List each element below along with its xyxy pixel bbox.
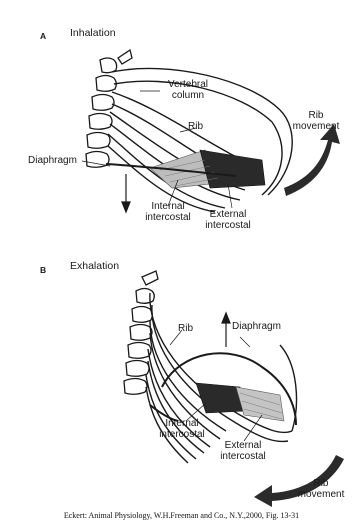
panel-b-title: Exhalation	[70, 261, 119, 272]
diaphragm-up-arrow-b	[222, 313, 230, 347]
vertebral-column-b	[124, 271, 158, 394]
panel-a-title: Inhalation	[70, 28, 116, 39]
panel-a-letter: A	[40, 31, 46, 42]
label-diaphragm-b: Diaphragm	[232, 321, 281, 332]
figure-caption: Eckert: Animal Physiology, W.H.Freeman a…	[0, 511, 363, 520]
label-rib-a: Rib	[188, 121, 203, 132]
label-rib-b: Rib	[178, 323, 193, 334]
label-diaphragm-a: Diaphragm	[28, 155, 77, 166]
panel-b-letter: B	[40, 265, 46, 276]
diaphragm-down-arrow-a	[122, 174, 130, 212]
